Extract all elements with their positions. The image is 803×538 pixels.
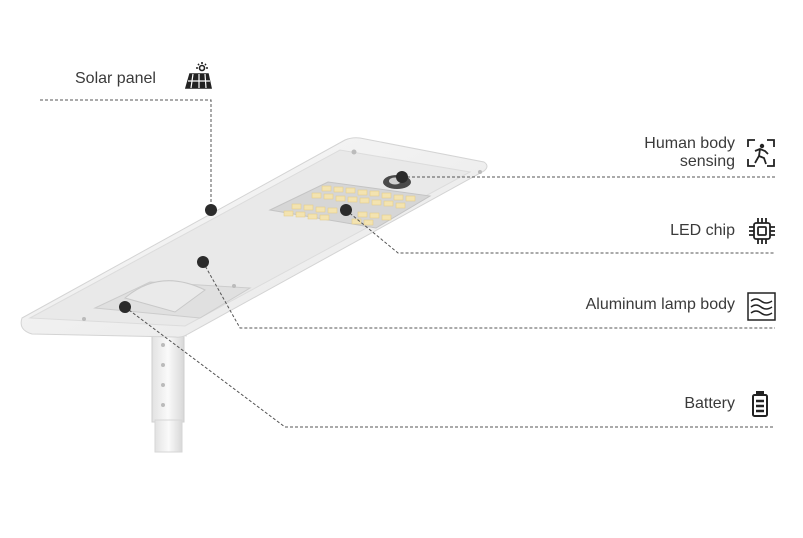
battery-dot: [119, 301, 131, 313]
leader-lines: [40, 99, 775, 428]
human-body-sensing-label: Human body sensing: [644, 135, 735, 171]
human-body-sensing-dot: [396, 171, 408, 183]
heat-waves-icon: [747, 292, 776, 321]
chip-icon: [749, 218, 775, 244]
aluminum-lamp-body-label: Aluminum lamp body: [585, 296, 735, 313]
solar-panel-leader: [40, 99, 212, 210]
battery-leader: [124, 306, 775, 428]
motion-sensor-icon: [747, 139, 775, 167]
led-array: [283, 185, 416, 226]
aluminum-lamp-body-leader: [202, 261, 775, 329]
solar-panel-label: Solar panel: [75, 70, 156, 87]
aluminum-lamp-body-dot: [197, 256, 209, 268]
battery-icon: [752, 391, 768, 417]
led-chip-dot: [340, 204, 352, 216]
solar-panel-dot: [205, 204, 217, 216]
callout-dots: [119, 171, 408, 313]
human-body-sensing-label-line1: Human body: [644, 135, 735, 152]
led-chip-label: LED chip: [670, 222, 735, 239]
battery-label: Battery: [684, 395, 735, 412]
lamp-body: [20, 137, 488, 338]
solar-panel-icon: [184, 62, 212, 89]
led-chip-leader: [345, 209, 775, 254]
human-body-sensing-label-line2: sensing: [679, 153, 735, 170]
